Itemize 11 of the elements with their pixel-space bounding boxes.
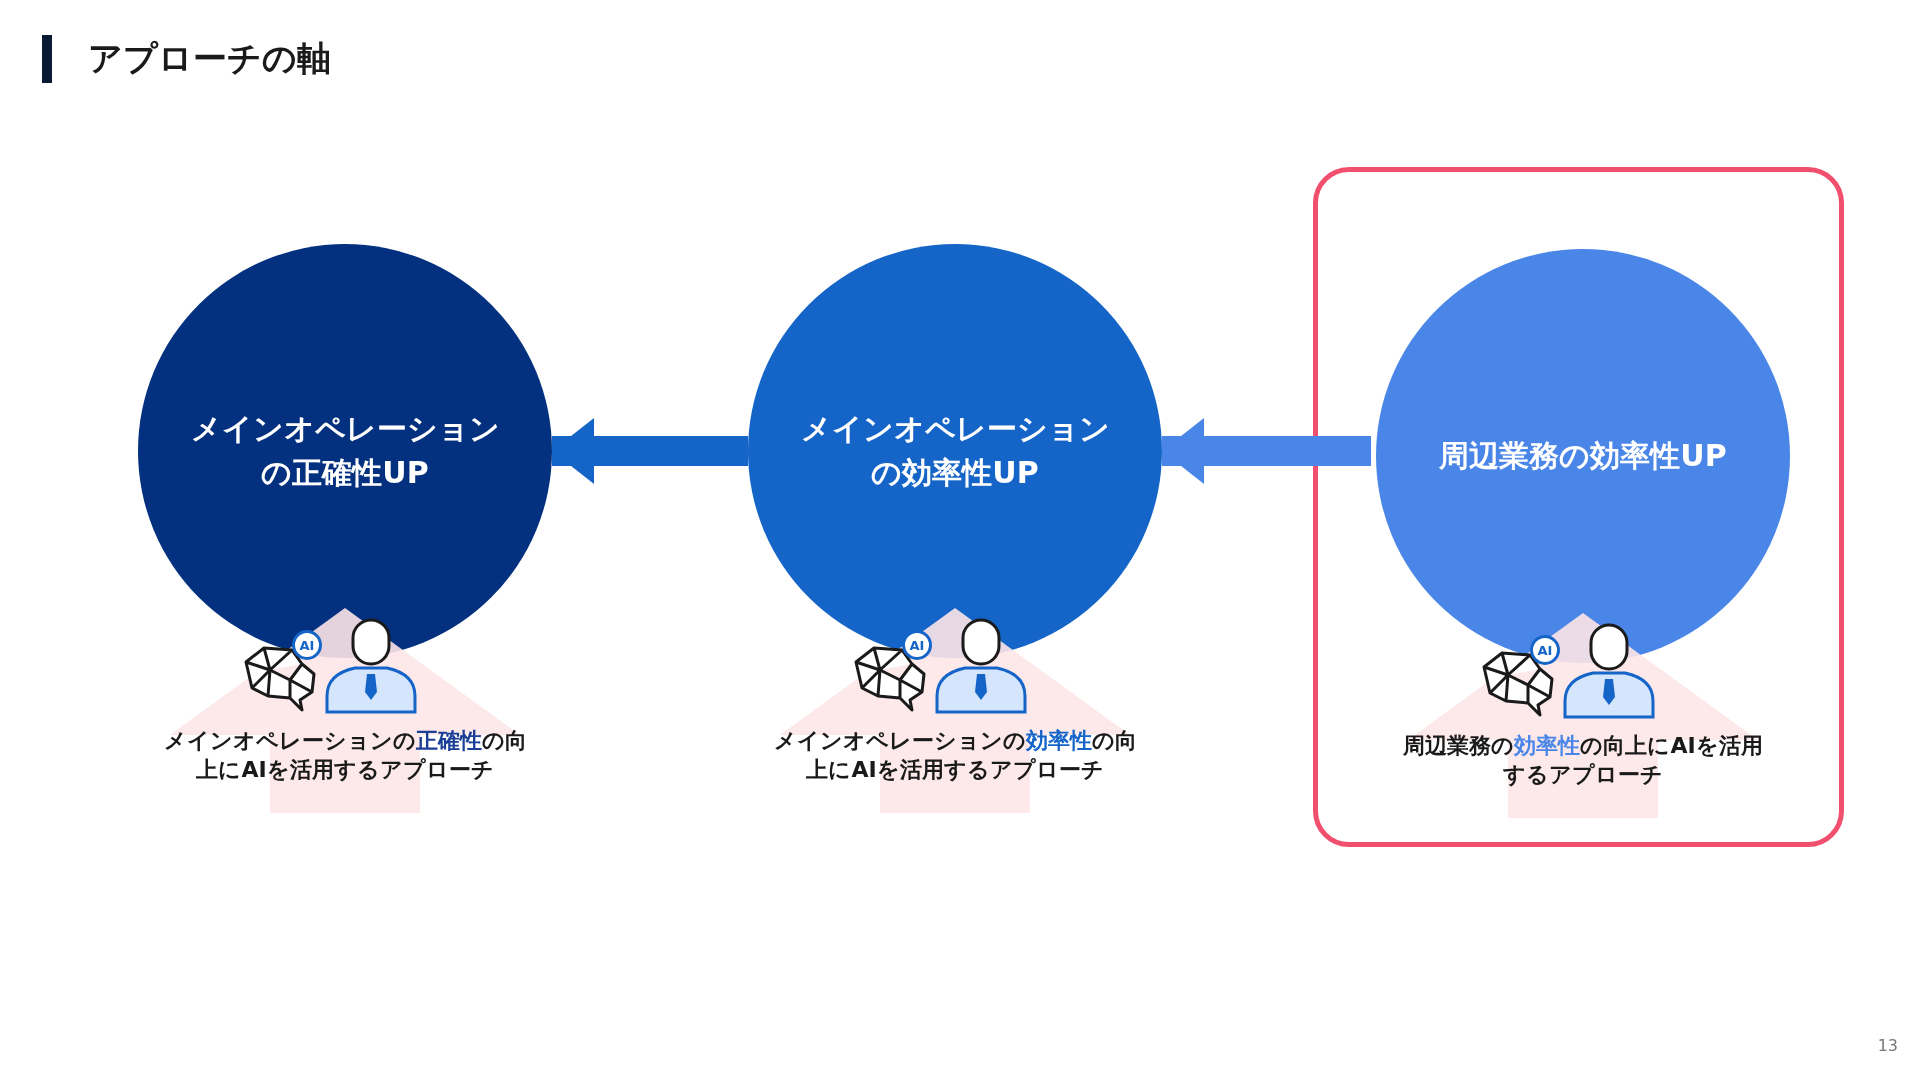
- highlight-frame: [1313, 167, 1844, 847]
- approach-description: メインオペレーションの正確性の向上にAIを活用するアプローチ: [162, 727, 528, 784]
- approach-description: メインオペレーションの効率性の向上にAIを活用するアプローチ: [772, 727, 1138, 784]
- slide-title: アプローチの軸: [88, 37, 331, 80]
- block-arrow: [552, 418, 748, 484]
- block-arrow: [1162, 418, 1371, 484]
- page-number: 13: [1877, 1036, 1898, 1055]
- approach-description: 周辺業務の効率性の向上にAIを活用するアプローチ: [1402, 732, 1764, 789]
- circle-label: メインオペレーションの正確性UP: [189, 410, 501, 492]
- circle-label: メインオペレーションの効率性UP: [799, 410, 1111, 492]
- circle-label: 周辺業務の効率性UP: [1439, 437, 1727, 475]
